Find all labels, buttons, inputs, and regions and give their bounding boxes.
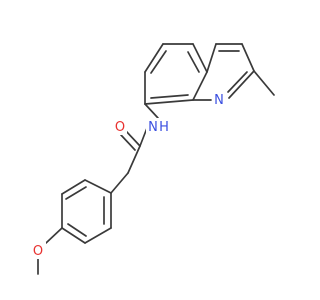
- bond-line: [61, 227, 86, 244]
- bond-line: [84, 227, 112, 244]
- bond-line: [228, 70, 255, 99]
- bond-line: [144, 103, 159, 119]
- amide-hydrogen-label: H: [159, 120, 169, 135]
- bond-line: [187, 51, 200, 73]
- bond-line: [61, 179, 86, 195]
- bond-line: [192, 43, 208, 73]
- bond-line: [127, 145, 141, 174]
- carbonyl-oxygen-label: O: [115, 120, 125, 135]
- bond-line: [120, 134, 136, 151]
- bond-line: [67, 223, 87, 237]
- ring-nitrogen-label: N: [214, 93, 224, 108]
- bond-line: [65, 186, 87, 200]
- bond-line: [206, 43, 217, 73]
- amide-nitrogen-label: N: [148, 120, 158, 135]
- bond-line: [150, 94, 189, 99]
- bond-line: [227, 71, 248, 93]
- atom-labels: O N H N O: [31, 91, 227, 259]
- bond-line: [45, 227, 63, 244]
- bond-line: [139, 127, 148, 147]
- bond-line: [125, 130, 141, 147]
- methoxy-oxygen-label: O: [33, 244, 43, 259]
- bond-line: [110, 172, 129, 194]
- molecule-structure: O N H N O: [31, 43, 275, 275]
- bond-line: [150, 50, 167, 74]
- bond-line: [144, 43, 164, 73]
- bond-skeleton: [37, 43, 275, 275]
- bond-line: [253, 70, 275, 96]
- bond-line: [192, 71, 208, 101]
- bond-line: [241, 43, 255, 72]
- bond-line: [84, 179, 112, 194]
- bond-line: [144, 99, 194, 105]
